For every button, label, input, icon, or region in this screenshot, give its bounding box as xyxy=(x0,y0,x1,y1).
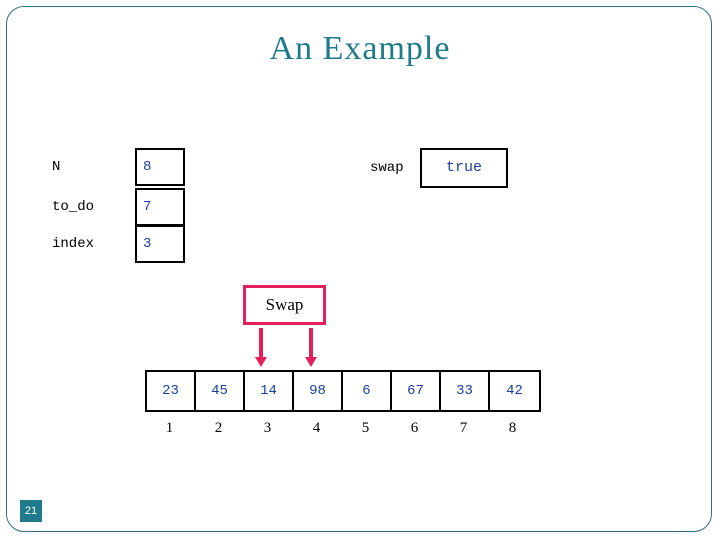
swap-callout-label: Swap xyxy=(265,295,304,314)
array-cell: 6 xyxy=(343,372,392,410)
array-cell: 67 xyxy=(392,372,441,410)
array-cell: 42 xyxy=(506,383,523,399)
array-index: 7 xyxy=(459,420,468,436)
variable-value-n: 8 xyxy=(143,159,152,175)
array-index: 5 xyxy=(361,420,370,436)
swap-flag-value: true xyxy=(445,159,482,176)
array-index: 2 xyxy=(214,420,223,436)
array-cell: 14 xyxy=(245,372,294,410)
variable-label-index: index xyxy=(52,236,95,252)
variable-row-index: index 3 xyxy=(0,225,300,263)
array-index: 1 xyxy=(165,420,174,436)
array-cell: 98 xyxy=(294,372,343,410)
page-number-badge: 21 xyxy=(20,500,42,522)
variable-row-n: N 8 xyxy=(0,148,300,186)
swap-callout-box: Swap xyxy=(243,285,326,325)
variable-value-index: 3 xyxy=(143,236,152,252)
array-row: 23 45 14 98 6 67 33 42 xyxy=(145,370,541,412)
page-title: An Example xyxy=(269,30,451,67)
array-cell: 45 xyxy=(196,372,245,410)
array-index: 8 xyxy=(508,420,517,436)
slide-border xyxy=(6,6,712,532)
variable-box-index: 3 xyxy=(135,225,185,263)
variable-row-to-do: to_do 7 xyxy=(0,188,300,226)
variable-box-to-do: 7 xyxy=(135,188,185,226)
array-cell: 23 xyxy=(147,372,196,410)
variable-box-n: 8 xyxy=(135,148,185,186)
variable-label-to-do: to_do xyxy=(52,199,95,215)
swap-flag-label: swap xyxy=(370,160,404,176)
array-index: 6 xyxy=(410,420,419,436)
array-index: 4 xyxy=(312,420,321,436)
swap-flag-box: true xyxy=(420,148,508,188)
array-index-row: 1 2 3 4 5 6 7 8 xyxy=(145,420,537,444)
array-index: 3 xyxy=(263,420,272,436)
variable-value-to-do: 7 xyxy=(143,199,152,215)
variable-label-n: N xyxy=(52,159,61,175)
array-cell: 33 xyxy=(441,372,490,410)
